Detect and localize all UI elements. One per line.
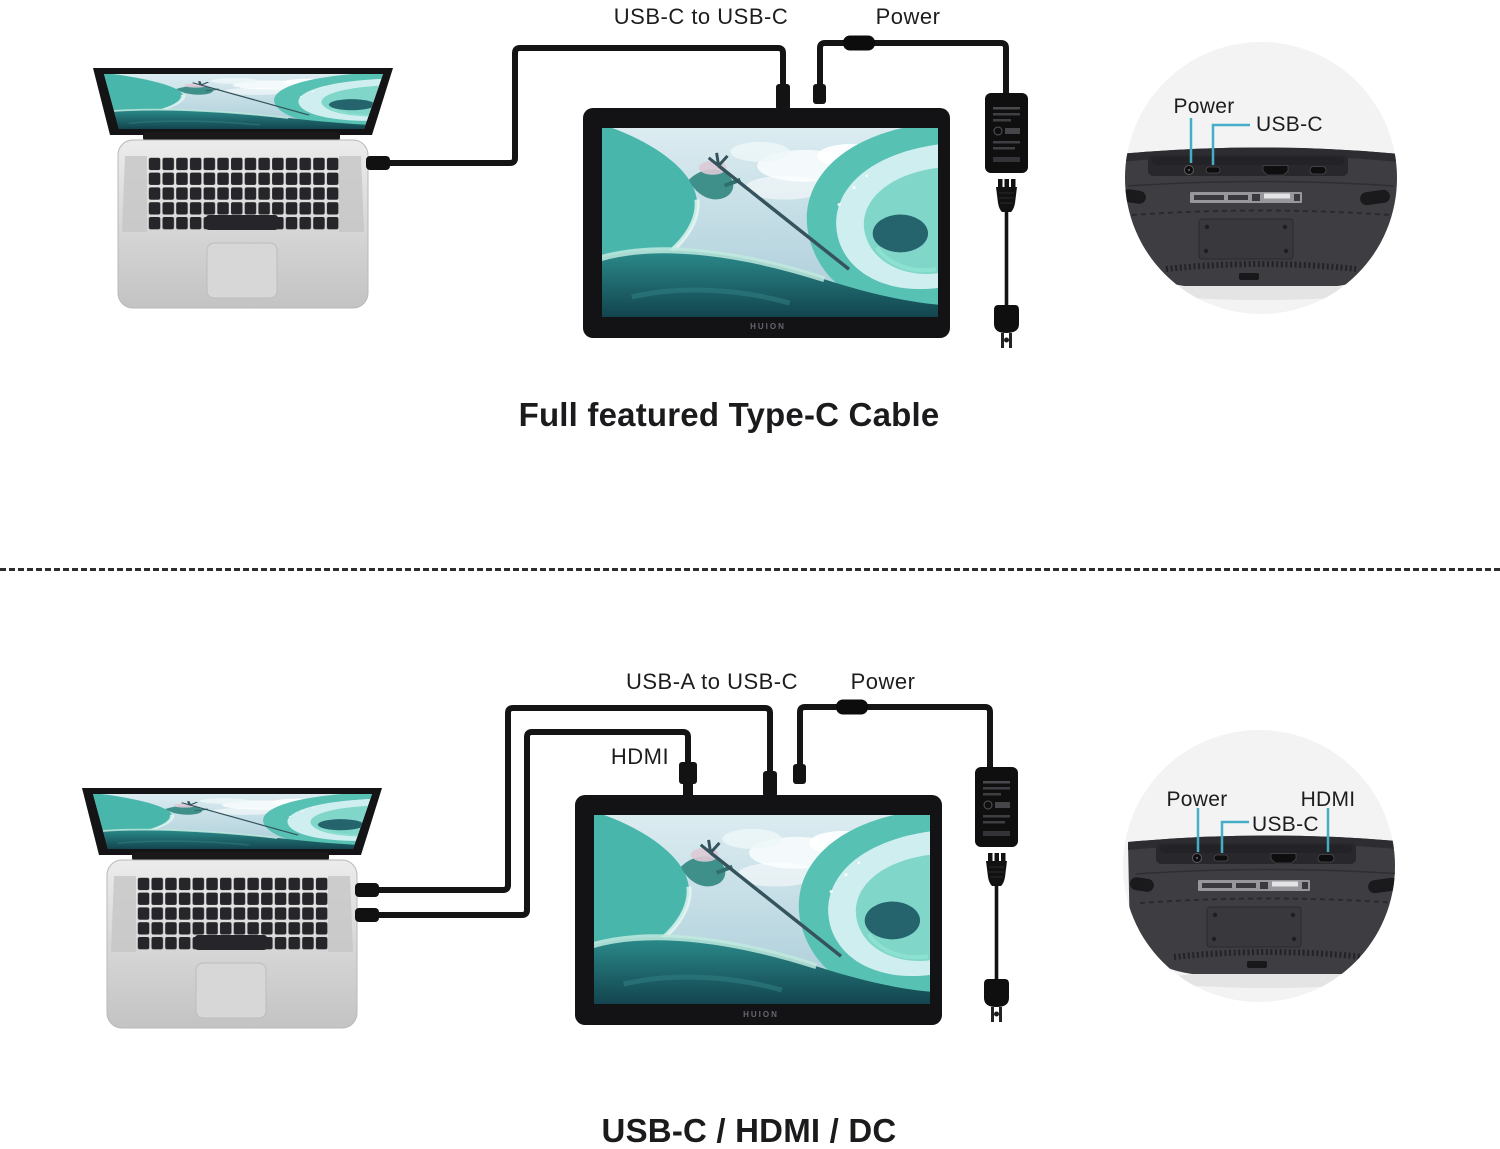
top-section-graphics (93, 35, 1397, 349)
laptop-illustration (82, 788, 382, 1028)
bottom-detail-power-label: Power (1166, 788, 1228, 811)
bottom-section-title: USB-C / HDMI / DC (601, 1112, 897, 1149)
bottom-hdmi-cable-label: HDMI (610, 744, 670, 769)
bottom-power-cable-label: Power (850, 669, 916, 694)
pen-display-illustration (583, 108, 950, 338)
usb-a-cable (355, 705, 777, 897)
usbc-leader-line (1211, 123, 1250, 165)
power-adapter (974, 766, 1019, 1023)
huion-logo: HUION (750, 322, 786, 331)
bottom-detail-hdmi-label: HDMI (1300, 788, 1356, 811)
top-section-title: Full featured Type-C Cable (518, 396, 940, 433)
bottom-usba-cable-label: USB-A to USB-C (625, 669, 799, 694)
top-detail-power-label: Power (1173, 95, 1235, 118)
hdmi-cable (355, 729, 697, 922)
port-detail-circle (1123, 730, 1395, 1002)
power-cable (813, 35, 1009, 104)
ferrite-bead (836, 699, 868, 715)
top-usbc-cable-label: USB-C to USB-C (613, 4, 789, 29)
usb-c-cable (366, 45, 790, 170)
bottom-detail-usbc-label: USB-C (1252, 813, 1319, 836)
power-cable (793, 699, 993, 784)
usbc-leader-line (1220, 820, 1249, 853)
power-adapter (984, 92, 1029, 349)
pen-display-illustration (575, 795, 942, 1025)
top-detail-usbc-label: USB-C (1256, 113, 1323, 136)
port-detail-circle (1125, 42, 1397, 314)
top-power-cable-label: Power (875, 4, 941, 29)
ferrite-bead (843, 35, 875, 51)
huion-logo: HUION (743, 1010, 779, 1019)
bottom-section-graphics (82, 699, 1395, 1029)
laptop-illustration (93, 68, 393, 308)
section-divider (0, 568, 1500, 571)
